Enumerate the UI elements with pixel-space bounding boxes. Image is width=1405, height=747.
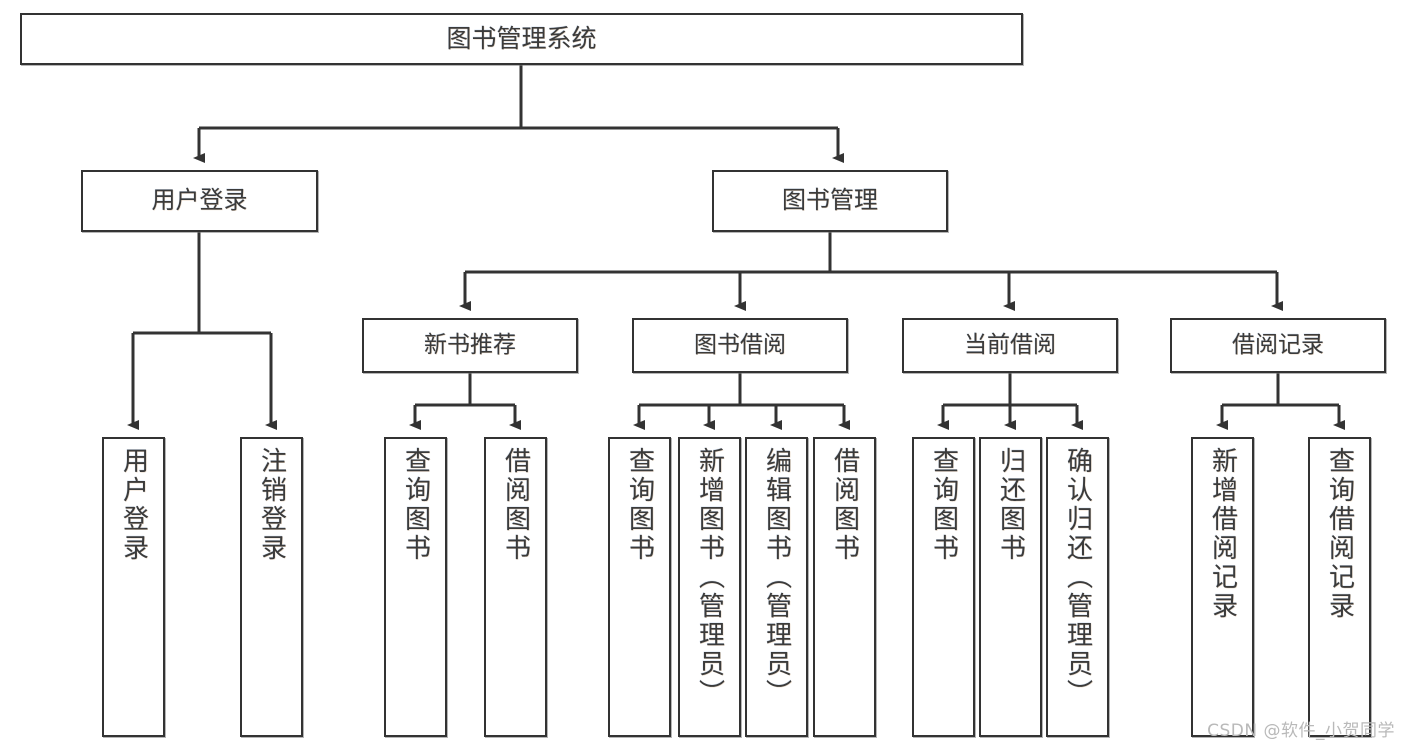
leaf-query-borrow-record[interactable]: 查询借阅记录 (1308, 437, 1371, 737)
leaf-label: 查询图书 (624, 447, 655, 563)
node-label: 图书借阅 (694, 332, 786, 359)
node-label: 图书管理 (782, 186, 878, 215)
leaf-edit-book-admin[interactable]: 编辑图书（管理员） (745, 437, 808, 737)
leaf-query-book-current[interactable]: 查询图书 (912, 437, 975, 737)
leaf-user-logout[interactable]: 注销登录 (240, 437, 303, 737)
leaf-add-book-admin[interactable]: 新增图书（管理员） (678, 437, 741, 737)
node-label: 图书管理系统 (446, 23, 597, 53)
node-label: 借阅记录 (1232, 332, 1324, 359)
leaf-confirm-return-admin[interactable]: 确认归还（管理员） (1046, 437, 1109, 737)
node-current-borrow[interactable]: 当前借阅 (902, 318, 1118, 373)
leaf-query-book-borrow[interactable]: 查询图书 (608, 437, 671, 737)
leaf-query-book-recommend[interactable]: 查询图书 (384, 437, 447, 737)
leaf-label: 查询图书 (400, 447, 431, 563)
leaf-label: 确认归还（管理员） (1062, 447, 1093, 708)
node-label: 用户登录 (151, 186, 248, 215)
node-book-borrow[interactable]: 图书借阅 (632, 318, 848, 373)
node-book-management[interactable]: 图书管理 (712, 170, 948, 232)
leaf-label: 借阅图书 (829, 447, 860, 563)
leaf-user-login[interactable]: 用户登录 (102, 437, 165, 737)
node-borrow-record[interactable]: 借阅记录 (1170, 318, 1386, 373)
leaf-label: 新增图书（管理员） (694, 447, 725, 708)
leaf-add-borrow-record[interactable]: 新增借阅记录 (1191, 437, 1254, 737)
leaf-return-book[interactable]: 归还图书 (979, 437, 1042, 737)
node-root-book-management-system[interactable]: 图书管理系统 (20, 13, 1023, 65)
node-user-login[interactable]: 用户登录 (81, 170, 318, 232)
leaf-label: 用户登录 (118, 447, 149, 563)
leaf-borrow-book-recommend[interactable]: 借阅图书 (484, 437, 547, 737)
node-label: 当前借阅 (964, 332, 1056, 359)
leaf-borrow-book[interactable]: 借阅图书 (813, 437, 876, 737)
leaf-label: 注销登录 (256, 447, 287, 563)
watermark: CSDN @软件_小贺同学 (1207, 721, 1395, 741)
leaf-label: 借阅图书 (500, 447, 531, 563)
node-new-book-recommend[interactable]: 新书推荐 (362, 318, 578, 373)
leaf-label: 查询图书 (928, 447, 959, 563)
node-label: 新书推荐 (424, 332, 516, 359)
leaf-label: 编辑图书（管理员） (761, 447, 792, 708)
leaf-label: 归还图书 (995, 447, 1026, 563)
leaf-label: 查询借阅记录 (1324, 447, 1355, 621)
leaf-label: 新增借阅记录 (1207, 447, 1238, 621)
